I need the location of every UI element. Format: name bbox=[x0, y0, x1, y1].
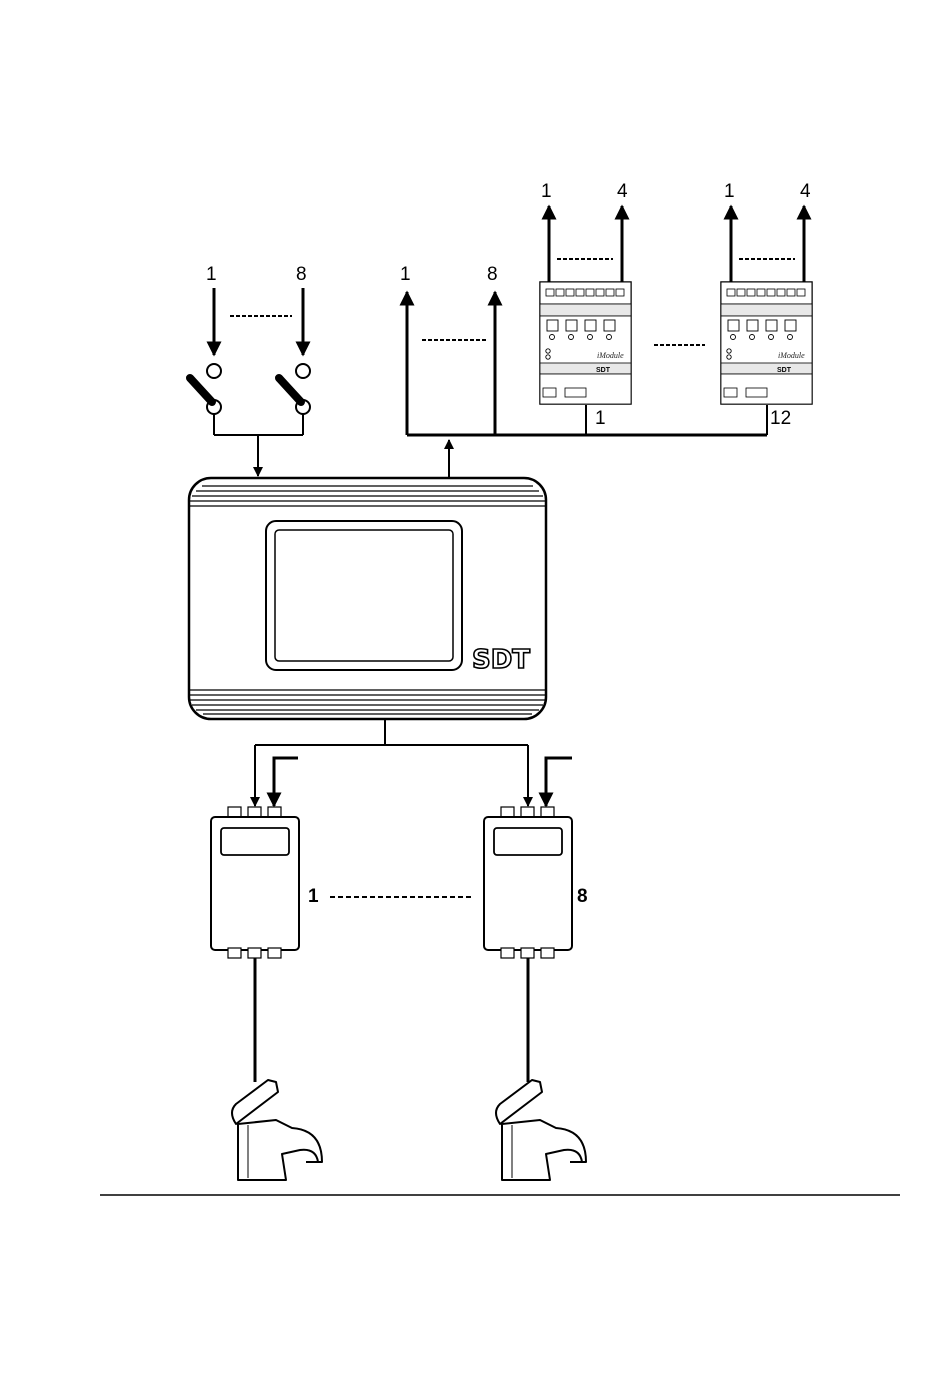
faucet-8-icon bbox=[496, 1080, 586, 1180]
switch-1 bbox=[190, 364, 221, 435]
input-switches: 1 8 bbox=[190, 264, 310, 476]
imodule-12: 1 4 iModule SDT 12 bbox=[721, 181, 812, 429]
controller-logo: SDT bbox=[472, 645, 530, 675]
controller: SDT bbox=[189, 478, 546, 719]
imodule-1-out-last: 4 bbox=[617, 181, 628, 202]
sensor-8 bbox=[484, 807, 572, 1082]
imodule-1-out-first: 1 bbox=[541, 181, 552, 202]
relay-outputs: 1 8 bbox=[400, 264, 498, 435]
sensor-bus bbox=[255, 719, 572, 806]
switch-8 bbox=[279, 364, 310, 435]
input-last-label: 8 bbox=[296, 264, 307, 285]
imodule-12-brand: SDT bbox=[777, 367, 792, 374]
imodule-1-brand: SDT bbox=[596, 367, 611, 374]
imodule-12-out-last: 4 bbox=[800, 181, 811, 202]
input-first-label: 1 bbox=[206, 264, 217, 285]
faucet-1-icon bbox=[232, 1080, 322, 1180]
imodule-12-model: iModule bbox=[778, 351, 805, 360]
sensor-last-label: 8 bbox=[577, 886, 588, 907]
imodule-1-model: iModule bbox=[597, 351, 624, 360]
imodule-12-index: 12 bbox=[770, 408, 791, 429]
relay-first-label: 1 bbox=[400, 264, 411, 285]
imodule-1-index: 1 bbox=[595, 408, 606, 429]
relay-last-label: 8 bbox=[487, 264, 498, 285]
imodule-1: 1 4 iModule SDT 1 bbox=[540, 181, 631, 429]
imodule-12-out-first: 1 bbox=[724, 181, 735, 202]
sensor-first-label: 1 bbox=[308, 886, 319, 907]
sensor-1 bbox=[211, 807, 299, 1082]
